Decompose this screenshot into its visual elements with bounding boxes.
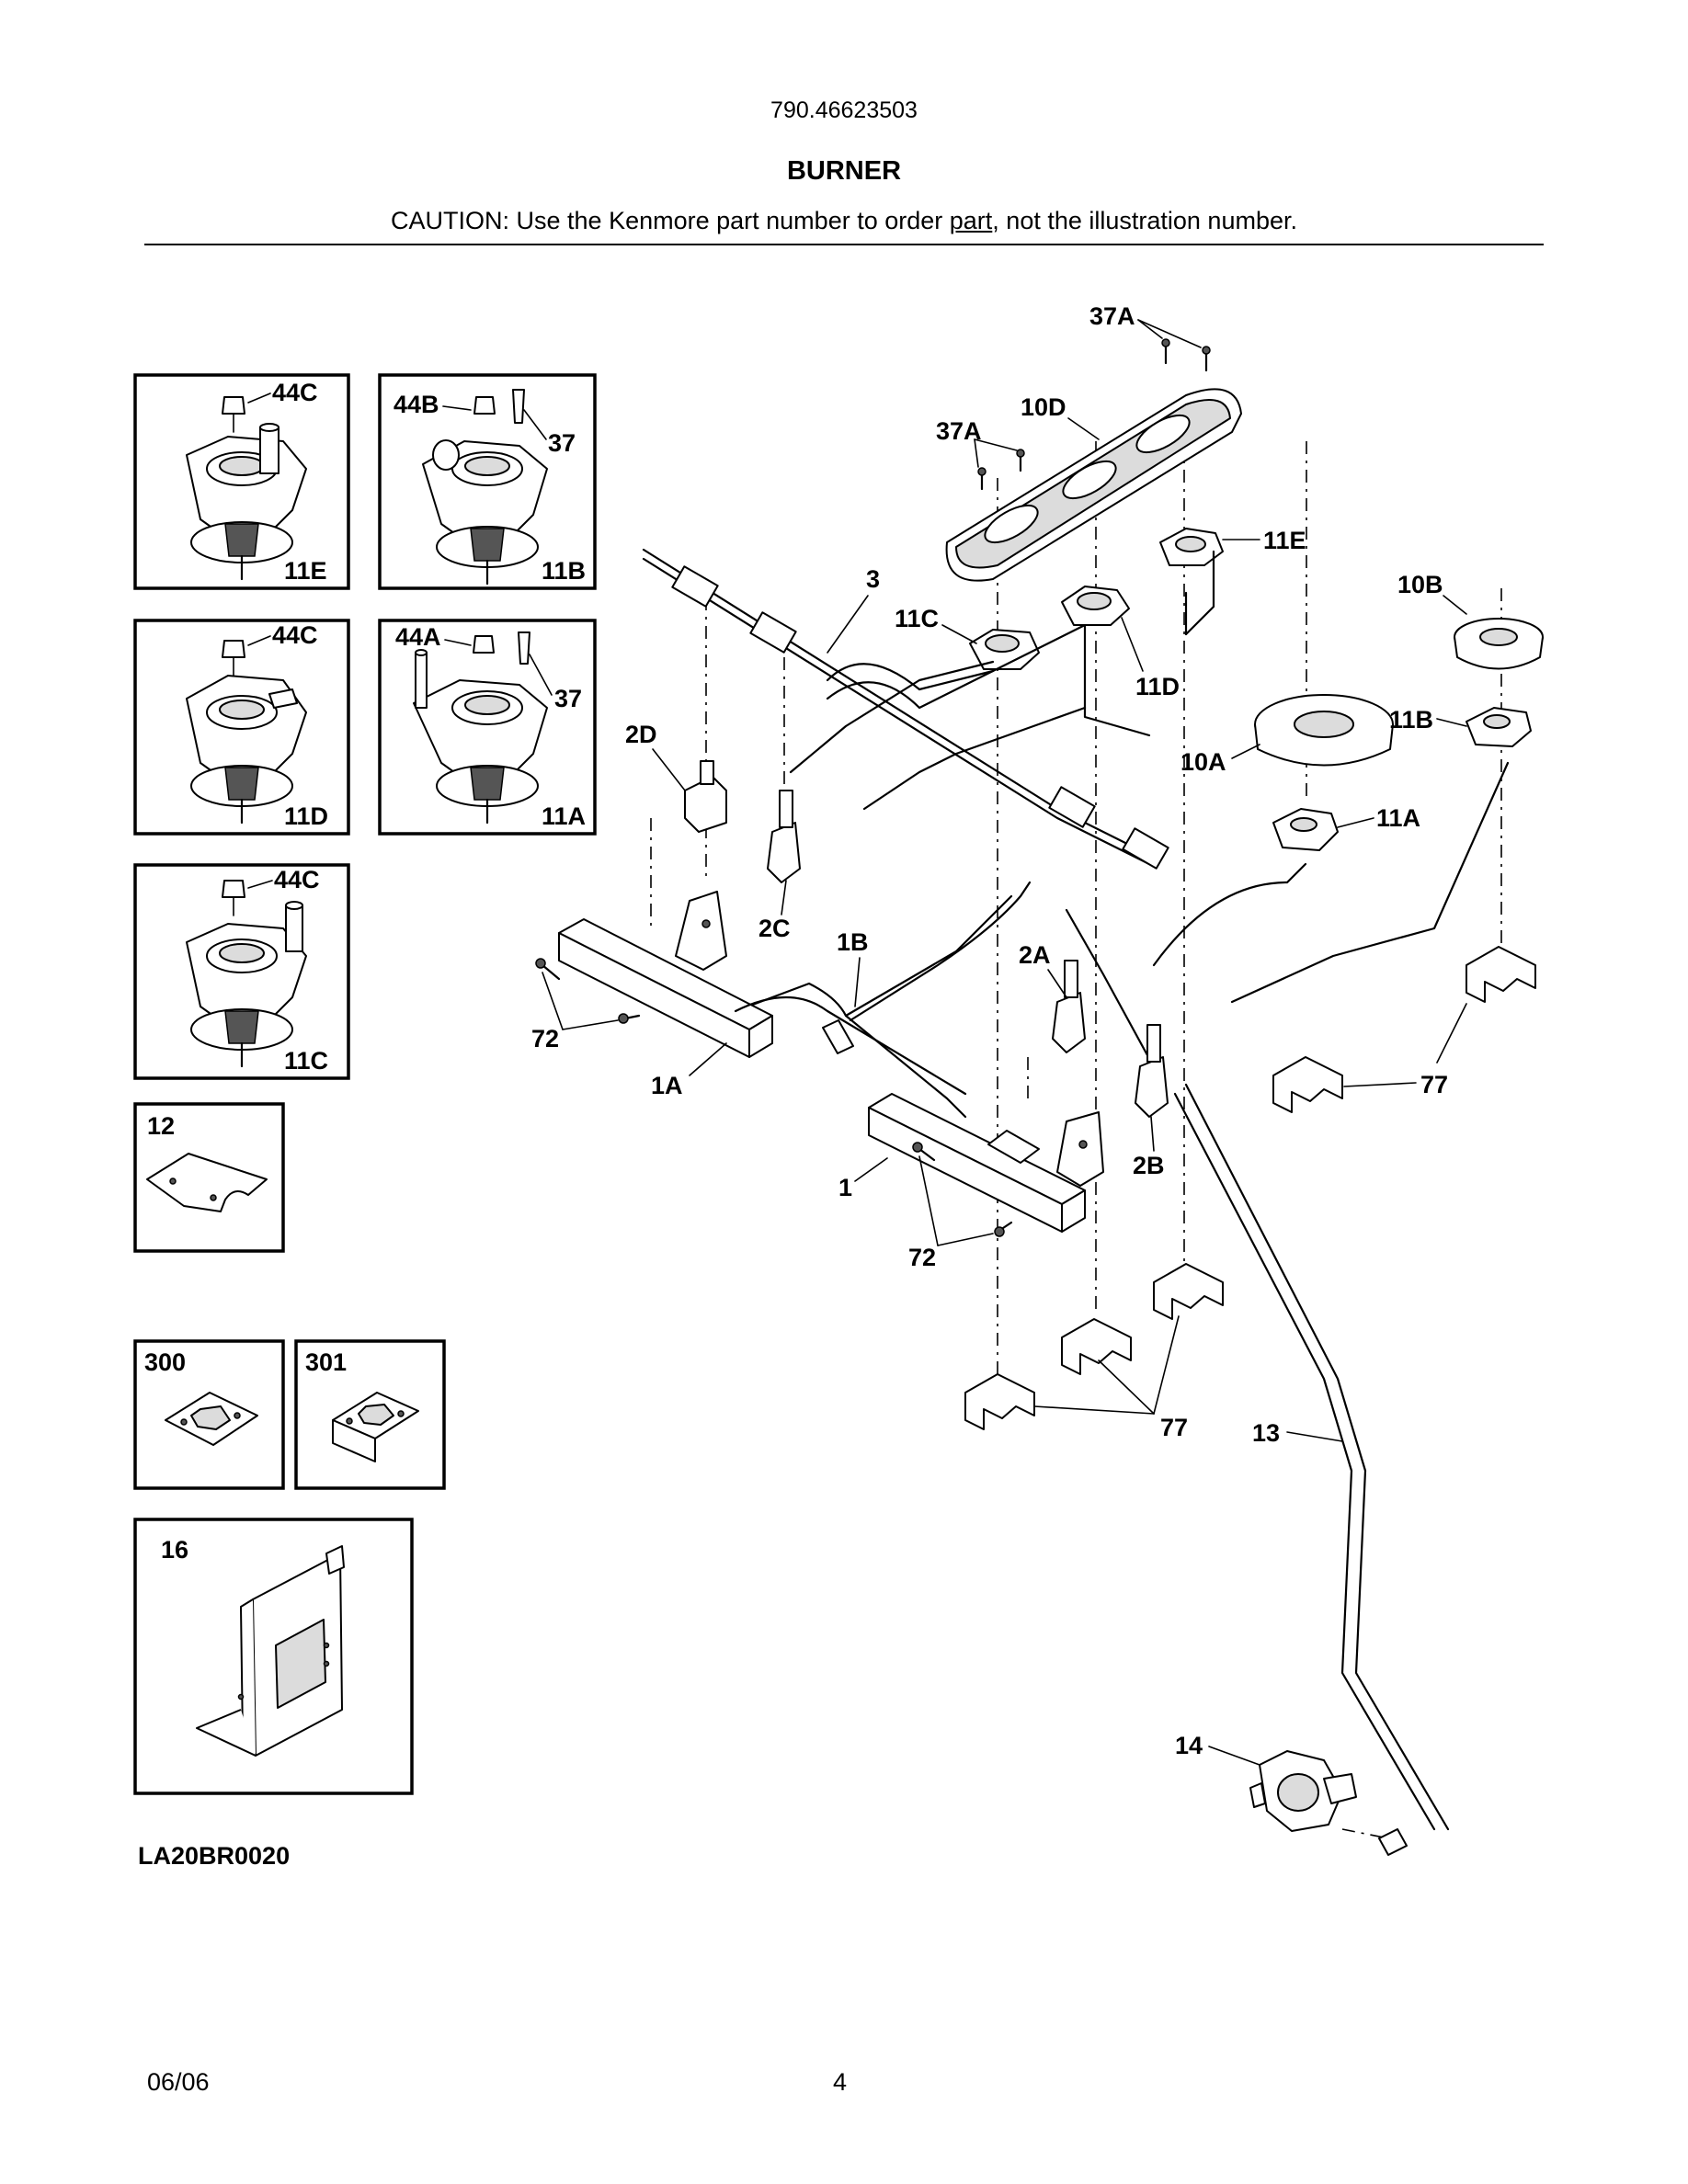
- inset-11c: 44C 11C: [133, 863, 350, 1080]
- part-3-harness: [642, 548, 1169, 870]
- label-11e-inset: 11E: [284, 557, 327, 585]
- part-burner-bases: [969, 528, 1224, 670]
- inset-16: 16: [133, 1518, 414, 1795]
- callout-labels: 37A 10D 37A 11E 3 11C 10B 11D 2D 11B 10A…: [531, 302, 1467, 1766]
- inset-12: 12: [133, 1102, 285, 1253]
- drawing-code: LA20BR0020: [138, 1842, 291, 1870]
- callout-14: 14: [1175, 1732, 1203, 1759]
- callout-72-mid: 72: [908, 1244, 936, 1271]
- caution-prefix: CAUTION: Use the Kenmore part number to …: [391, 207, 950, 234]
- inset-11e: 44C 11E: [133, 373, 350, 590]
- callout-10d: 10D: [1021, 393, 1066, 421]
- part-77-brackets: [964, 946, 1536, 1430]
- callout-77-right: 77: [1420, 1071, 1448, 1098]
- label-44b: 44B: [393, 391, 439, 418]
- inset-11b: 44B 37 11B: [378, 373, 597, 590]
- caution-text: CAUTION: Use the Kenmore part number to …: [0, 207, 1688, 235]
- part-1-manifold: [868, 1093, 1104, 1233]
- footer-date: 06/06: [147, 2068, 210, 2096]
- label-37-a: 37: [548, 429, 576, 457]
- callout-2a: 2A: [1019, 941, 1051, 969]
- model-number: 790.46623503: [770, 97, 918, 123]
- inset-11d: 44C 11D: [133, 619, 350, 836]
- callout-11c: 11C: [895, 605, 939, 632]
- label-44a: 44A: [395, 623, 441, 651]
- inset-301: 301: [294, 1339, 446, 1490]
- page-title: BURNER: [786, 156, 902, 186]
- label-11d-inset: 11D: [284, 802, 328, 830]
- part-72-screws: [535, 958, 1013, 1246]
- label-11a-inset: 11A: [542, 802, 586, 830]
- label-11c-inset: 11C: [284, 1047, 328, 1075]
- callout-11b: 11B: [1389, 706, 1433, 734]
- callout-37a-top: 37A: [1089, 302, 1135, 330]
- callout-1: 1: [838, 1174, 852, 1201]
- part-1a-manifold: [558, 891, 773, 1058]
- callout-11d: 11D: [1135, 673, 1180, 700]
- callout-13: 13: [1252, 1419, 1280, 1447]
- caution-part-word: part: [949, 207, 993, 234]
- callout-3: 3: [866, 565, 880, 593]
- callout-1b: 1B: [837, 928, 869, 956]
- inset-11a: 44A 37 11A: [378, 619, 597, 836]
- label-11b-inset: 11B: [542, 557, 586, 585]
- part-14-regulator: [1249, 1750, 1357, 1832]
- label-301: 301: [305, 1348, 347, 1376]
- label-44c-b: 44C: [272, 621, 318, 649]
- caution-suffix: , not the illustration number.: [992, 207, 1297, 234]
- screws-37a: [974, 319, 1211, 491]
- label-44c-a: 44C: [272, 379, 318, 406]
- callout-11e: 11E: [1263, 527, 1306, 554]
- label-37-b: 37: [554, 685, 582, 712]
- part-10d-plate: [945, 388, 1242, 582]
- callout-2c: 2C: [758, 915, 791, 942]
- page-number: 4: [833, 2068, 848, 2096]
- callout-72-left: 72: [531, 1025, 559, 1052]
- label-300: 300: [144, 1348, 186, 1376]
- callout-10a: 10A: [1180, 748, 1226, 776]
- part-10a-head: [1254, 694, 1394, 767]
- part-valves: [684, 760, 1169, 1118]
- part-1b-tube: [734, 881, 1032, 1096]
- label-44c-c: 44C: [274, 866, 320, 893]
- callout-10b: 10B: [1397, 571, 1443, 598]
- inset-300: 300: [133, 1339, 285, 1490]
- gas-tubing: [734, 550, 1510, 1856]
- callout-1a: 1A: [651, 1072, 683, 1099]
- callout-11a: 11A: [1376, 804, 1420, 832]
- label-16: 16: [161, 1536, 188, 1564]
- callout-77-bottom: 77: [1160, 1414, 1188, 1441]
- callout-37a-left: 37A: [936, 417, 982, 445]
- part-burner-11b-11a: [1272, 707, 1532, 851]
- callout-2b: 2B: [1133, 1152, 1165, 1179]
- label-12: 12: [147, 1112, 175, 1140]
- part-10b-head: [1454, 618, 1544, 670]
- callout-2d: 2D: [625, 721, 657, 748]
- header-rule: [144, 244, 1544, 245]
